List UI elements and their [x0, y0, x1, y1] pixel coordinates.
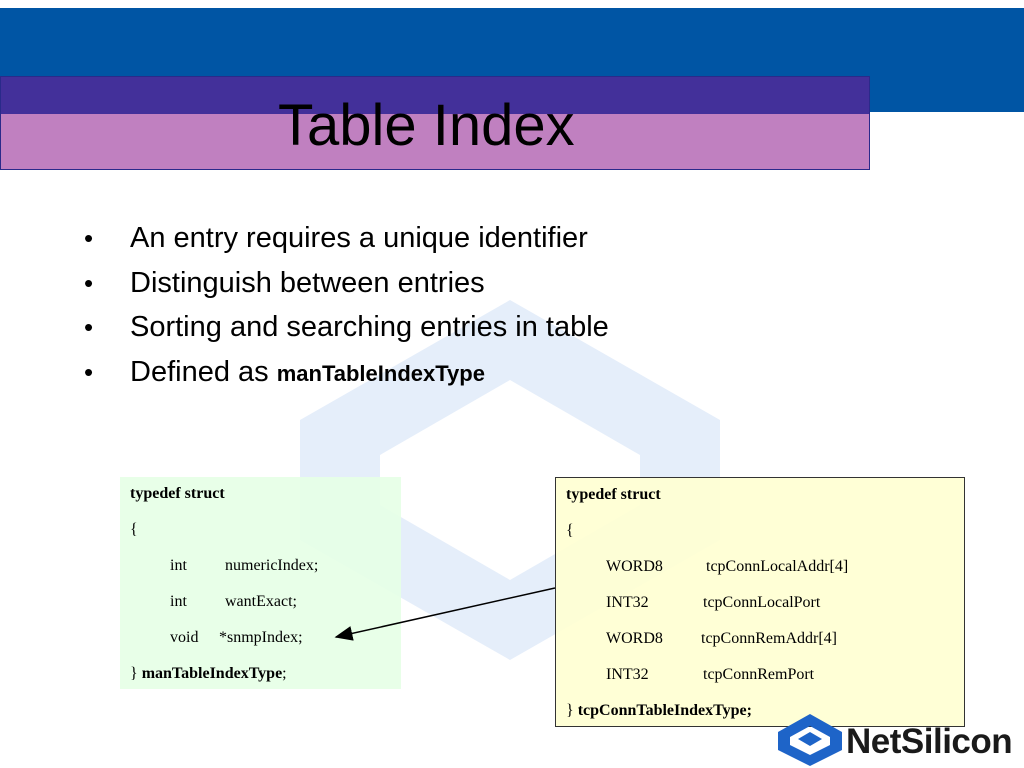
bullet-item: • An entry requires a unique identifier: [76, 216, 609, 261]
field-type: INT32: [606, 594, 649, 611]
code-line: WORD8 tcpConnLocalAddr[4]: [566, 556, 954, 592]
bullet-text: Distinguish between entries: [130, 266, 485, 299]
code-line: {: [566, 520, 954, 556]
code-close-brace: }: [566, 702, 574, 719]
field-type: int: [170, 557, 187, 574]
title-box: [0, 76, 870, 170]
bullet-dot: •: [84, 223, 94, 253]
code-type-name: tcpConnTableIndexType;: [577, 702, 752, 719]
code-line: int numericIndex;: [130, 555, 391, 591]
bullet-item: • Sorting and searching entries in table: [76, 305, 609, 350]
field-name: tcpConnLocalPort: [703, 594, 821, 611]
logo-wordmark: NetSilicon: [846, 722, 1013, 761]
field-type: INT32: [606, 666, 649, 683]
netsilicon-mark-icon: [778, 714, 842, 766]
code-line: INT32 tcpConnLocalPort: [566, 592, 954, 628]
code-line: int wantExact;: [130, 591, 391, 627]
code-line: } manTableIndexType;: [130, 663, 391, 699]
bullet-item: • Defined as manTableIndexType: [76, 350, 609, 397]
field-name: tcpConnRemAddr[4]: [701, 630, 837, 647]
bullet-list: • An entry requires a unique identifier …: [76, 216, 609, 396]
field-type: WORD8: [606, 558, 663, 575]
netsilicon-logo: NetSilicon: [776, 712, 1020, 768]
code-terminator: ;: [282, 665, 287, 682]
slide-title: Table Index: [278, 93, 575, 158]
bullet-dot: •: [84, 267, 94, 298]
code-open-brace: {: [566, 522, 574, 539]
left-code-box: typedef struct { int numericIndex; int w…: [120, 477, 401, 689]
field-name: numericIndex;: [225, 557, 319, 574]
field-name: tcpConnRemPort: [703, 666, 815, 683]
code-header: typedef struct: [130, 485, 225, 502]
field-type: WORD8: [606, 630, 663, 647]
bullet-text: Sorting and searching entries in table: [130, 311, 609, 343]
field-type: int: [170, 593, 187, 610]
bullet-item: • Distinguish between entries: [76, 261, 609, 306]
code-line: {: [130, 519, 391, 555]
bullet-bold-type: manTableIndexType: [276, 360, 485, 386]
field-type: void: [170, 629, 199, 646]
bullet-dot: •: [84, 312, 94, 342]
code-line: typedef struct: [566, 484, 954, 520]
right-code-box: typedef struct { WORD8 tcpConnLocalAddr[…: [555, 477, 965, 727]
code-header: typedef struct: [566, 486, 661, 503]
code-line: typedef struct: [130, 483, 391, 519]
bullet-dot: •: [84, 356, 94, 387]
code-line: } tcpConnTableIndexType;: [566, 700, 954, 736]
code-line: void *snmpIndex;: [130, 627, 391, 663]
bullet-text: Defined as: [130, 355, 277, 388]
field-name: tcpConnLocalAddr[4]: [706, 558, 849, 575]
code-type-name: manTableIndexType: [141, 665, 283, 682]
code-open-brace: {: [130, 521, 138, 538]
field-name: wantExact;: [225, 593, 297, 610]
code-close-brace: }: [130, 665, 138, 682]
code-line: WORD8 tcpConnRemAddr[4]: [566, 628, 954, 664]
field-name: *snmpIndex;: [219, 629, 303, 646]
code-line: INT32 tcpConnRemPort: [566, 664, 954, 700]
bullet-text: An entry requires a unique identifier: [130, 222, 588, 254]
